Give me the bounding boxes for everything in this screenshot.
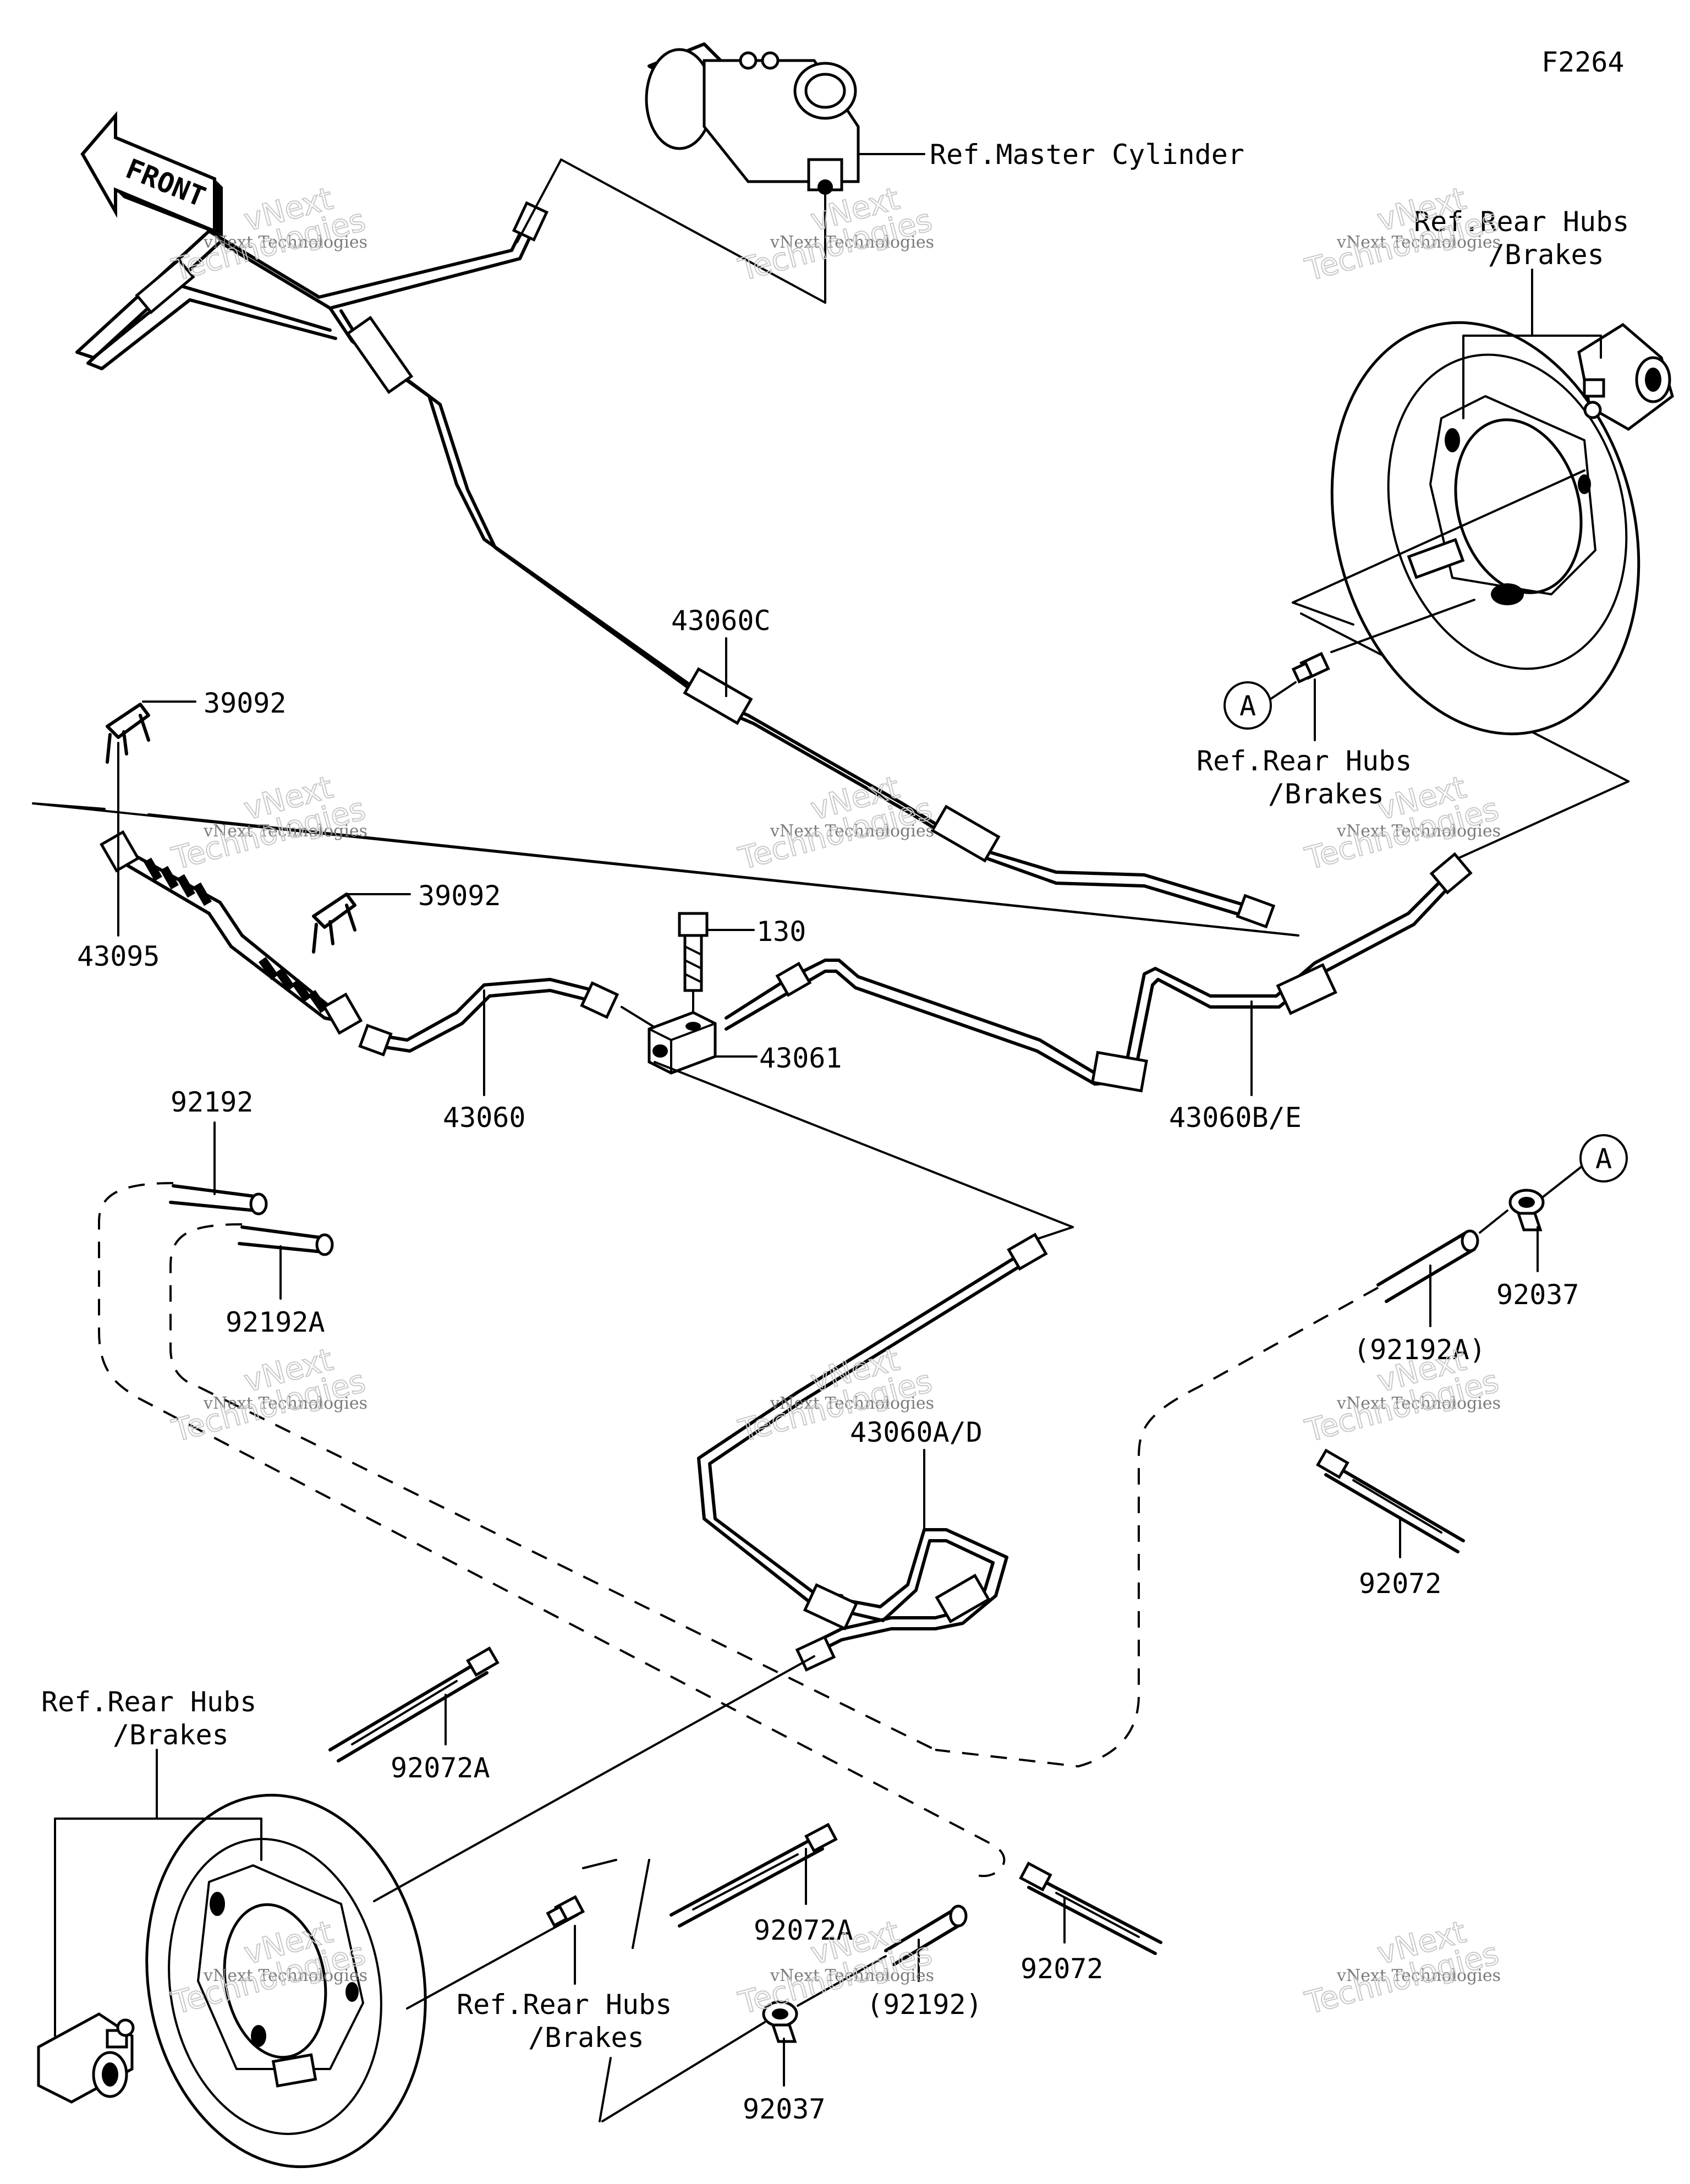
callout-a-lower — [1579, 1134, 1628, 1183]
label-43095: 43095 — [77, 940, 160, 972]
label-92072-upper: 92072 — [1359, 1568, 1442, 1600]
label-39092-lower: 39092 — [418, 880, 501, 912]
svg-text:vNext Technologies: vNext Technologies — [1336, 822, 1501, 841]
front-arrow-icon: FRONT — [80, 111, 223, 237]
label-92037-upper: 92037 — [1496, 1279, 1579, 1311]
wheel-cylinder-left — [37, 2012, 135, 2104]
label-ref-rear-hubs-bottom-2: /Brakes — [528, 2022, 644, 2054]
brake-line-43060c — [75, 201, 1276, 929]
svg-text:vNext Technologies: vNext Technologies — [203, 1394, 367, 1413]
label-92072-bottom: 92072 — [1020, 1953, 1104, 1985]
brake-line-43060be — [725, 852, 1473, 1093]
callout-a-upper-label: A — [1239, 690, 1256, 722]
svg-text:vNext Technologies: vNext Technologies — [770, 233, 934, 252]
label-43060c: 43060C — [671, 605, 771, 637]
clamp-92037-upper — [1508, 1189, 1545, 1231]
label-43060ad: 43060A/D — [850, 1416, 983, 1448]
label-ref-rear-hubs-ll-2: /Brakes — [113, 1719, 229, 1751]
clip-39092-upper — [106, 703, 150, 764]
label-92037-lower: 92037 — [743, 2093, 826, 2125]
bolt-130 — [678, 912, 709, 992]
svg-text:vNext Technologies: vNext Technologies — [203, 233, 367, 252]
clip-39092-lower — [312, 893, 356, 954]
svg-text:vNext Technologies: vNext Technologies — [770, 822, 934, 841]
svg-text:vNext Technologies: vNext Technologies — [770, 1394, 934, 1413]
clamp-92037-lower — [762, 2000, 798, 2043]
callout-a-upper — [1223, 681, 1272, 730]
label-92072a-bottom: 92072A — [754, 1914, 853, 1946]
label-43060be: 43060B/E — [1169, 1102, 1302, 1134]
protector-92192 — [169, 1184, 268, 1216]
label-43061: 43061 — [759, 1042, 842, 1074]
brake-line-43060 — [358, 978, 619, 1057]
label-ref-rear-hubs-mid-2: /Brakes — [1268, 778, 1384, 810]
rear-brake-assembly-right — [1330, 321, 1640, 736]
label-ref-rear-hubs-ur-1: Ref.Rear Hubs — [1414, 206, 1629, 238]
cable-tie-92072a-bottom — [670, 1822, 838, 1928]
label-ref-rear-hubs-bottom-1: Ref.Rear Hubs — [457, 1989, 672, 2021]
svg-text:vNext Technologies: vNext Technologies — [203, 1966, 367, 1985]
label-92192a: 92192A — [226, 1306, 325, 1338]
watermark: vNext Technologies vNext Technologies vN… — [168, 180, 1503, 2022]
cable-tie-92072-bottom — [1019, 1862, 1162, 1955]
label-92192: 92192 — [171, 1086, 254, 1118]
label-92072a-left: 92072A — [391, 1752, 490, 1784]
label-92192-paren: (92192) — [866, 1989, 983, 2021]
label-43060: 43060 — [443, 1102, 526, 1134]
bleeder-valve-upper — [1291, 652, 1330, 684]
label-ref-master-cylinder: Ref.Master Cylinder — [930, 139, 1244, 171]
label-ref-rear-hubs-ll-1: Ref.Rear Hubs — [41, 1686, 256, 1718]
svg-text:vNext Technologies: vNext Technologies — [203, 822, 367, 841]
svg-text:vNext Technologies: vNext Technologies — [770, 1966, 934, 1985]
brake-hose-43095 — [100, 830, 363, 1035]
label-ref-rear-hubs-ur-2: /Brakes — [1488, 239, 1604, 271]
rear-brake-assembly-left — [145, 1793, 427, 2169]
diagram-code: F2264 — [1541, 46, 1625, 78]
brake-line-43060ad — [697, 1233, 1048, 1672]
svg-text:vNext Technologies: vNext Technologies — [1336, 1394, 1501, 1413]
svg-text:vNext Technologies: vNext Technologies — [1336, 233, 1501, 252]
svg-text:vNext Technologies: vNext Technologies — [1336, 1966, 1501, 1985]
label-92192a-paren: (92192A) — [1353, 1334, 1486, 1366]
cable-tie-92072-upper — [1316, 1448, 1465, 1553]
label-39092-upper: 39092 — [204, 687, 287, 719]
bleeder-valve-lower — [546, 1895, 585, 1928]
wheel-cylinder-right — [1577, 322, 1674, 431]
protector-92192-lower — [884, 1904, 968, 1966]
protector-92192a-right — [1376, 1229, 1479, 1303]
callout-a-lower-label: A — [1595, 1143, 1612, 1175]
protector-92192a — [238, 1225, 334, 1256]
label-130: 130 — [756, 916, 806, 948]
label-ref-rear-hubs-mid-1: Ref.Rear Hubs — [1197, 745, 1412, 777]
master-cylinder — [645, 42, 925, 195]
cable-tie-92072a-left — [328, 1646, 500, 1762]
